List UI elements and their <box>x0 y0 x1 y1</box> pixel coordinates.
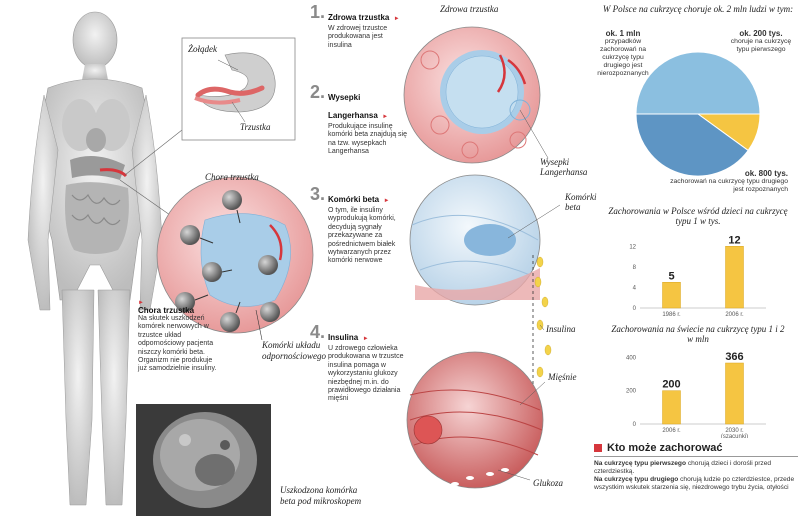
bar-value-label: 12 <box>728 234 740 246</box>
bar-chart-2: 400 200 0 200 2006 r. 366 2030 r.(szacunki) <box>626 351 766 438</box>
step-number: 1. <box>310 2 326 22</box>
y-tick-label: 12 <box>629 244 636 250</box>
muscle-circle <box>406 351 544 489</box>
step-number: 2. <box>310 82 326 102</box>
label-uszkodzona: Uszkodzona komórka beta pod mikroskopem <box>280 485 362 506</box>
healthy-pancreas-circle <box>403 26 541 164</box>
step-title: Komórki beta <box>328 195 380 204</box>
step-text: Produkujące insulinę komórki beta znajdu… <box>328 123 407 156</box>
connector-line <box>124 129 183 176</box>
x-tick-sublabel: (szacunki) <box>721 434 748 438</box>
pie-topright-text: choruje na cukrzycę typu pierwszego <box>730 38 792 53</box>
pie-topright-block: ok. 200 tys. choruje na cukrzycę typu pi… <box>728 30 794 54</box>
label-chora-trzustka: Chora trzustka <box>205 172 259 182</box>
y-tick-label: 4 <box>633 285 637 291</box>
who-t2: chorują ludzie po czterdziestce, przede … <box>594 476 795 491</box>
step-number: 4. <box>310 322 326 342</box>
y-tick-label: 0 <box>633 306 637 312</box>
pie-left-value: ok. 1 mln <box>605 29 641 38</box>
step-4: 4. Insulina ► U zdrowego człowieka produ… <box>310 322 410 402</box>
who-t1: chorują dzieci i dorośli przed czterdzie… <box>594 460 772 475</box>
pie-left-block: ok. 1 mln przypadków zachorowań na cukrz… <box>592 30 654 78</box>
diseased-pancreas-circle <box>156 176 314 334</box>
chora-text: Na skutek uszkodzeń komórek nerwowych w … <box>138 315 217 373</box>
step-2: 2. Wysepki Langerhansa ► Produkujące ins… <box>310 82 410 155</box>
stomach-illustration <box>194 52 276 113</box>
label-glukoza: Glukoza <box>533 478 563 488</box>
pie-bottom-value: ok. 800 tys. <box>744 169 788 178</box>
label-trzustka: Trzustka <box>240 122 271 132</box>
pie-chart <box>635 51 761 177</box>
bar <box>725 246 744 309</box>
y-tick-label: 200 <box>626 389 637 395</box>
step-title: Zdrowa trzustka <box>328 13 390 22</box>
human-body <box>27 11 163 506</box>
bar-value-label: 366 <box>725 351 743 363</box>
pie-bottom-block: ok. 800 tys. zachorowań na cukrzycę typu… <box>660 170 788 194</box>
label-insulina: Insulina <box>546 324 576 334</box>
step-text: U zdrowego człowieka produkowana w trzus… <box>328 345 404 403</box>
pie-topright-value: ok. 200 tys. <box>739 29 783 38</box>
who-t1-bold: Na cukrzycę typu pierwszego <box>594 460 686 467</box>
step-title: Wysepki Langerhansa <box>328 93 378 120</box>
x-tick-label: 2006 r. <box>725 312 744 318</box>
pie-slice <box>635 51 761 115</box>
microscope-photo <box>136 404 271 516</box>
who-t2-bold: Na cukrzycę typu drugiego <box>594 476 679 483</box>
y-tick-label: 8 <box>633 265 637 271</box>
bar-value-label: 5 <box>668 270 674 282</box>
step-text: W zdrowej trzustce produkowana jest insu… <box>328 25 388 49</box>
chora-trzustka-block: ► Chora trzustka Na skutek uszkodzeń kom… <box>138 300 220 374</box>
bar-chart-1: 12 8 4 0 5 1986 r. 12 2006 r. <box>629 234 766 318</box>
bar <box>662 390 681 425</box>
x-tick-label: 2030 r. <box>725 428 744 434</box>
beta-cells-circle <box>409 174 541 306</box>
label-wysepki: Wysepki Langerhansa <box>540 157 588 177</box>
step-1: 1. Zdrowa trzustka ► W zdrowej trzustce … <box>310 2 400 49</box>
label-zoladek: Żołądek <box>188 44 217 54</box>
connector-line <box>255 309 263 341</box>
label-komorki-beta: Komórki beta <box>565 192 597 212</box>
chora-title: Chora trzustka <box>138 306 195 315</box>
y-tick-label: 0 <box>633 422 637 428</box>
bar <box>725 362 744 425</box>
y-tick-label: 400 <box>626 355 637 361</box>
label-miesnie: Mięśnie <box>548 372 577 382</box>
bar1-title: Zachorowania w Polsce wśród dzieci na cu… <box>608 206 788 226</box>
pie-slice <box>635 113 749 177</box>
pie-title: W Polsce na cukrzycę choruje ok. 2 mln l… <box>602 4 794 14</box>
pie-bottom-text: zachorowań na cukrzycę typu drugiego jes… <box>670 178 788 193</box>
x-tick-label: 1986 r. <box>662 312 681 318</box>
x-tick-label: 2006 r. <box>662 428 681 434</box>
pie-left-text: przypadków zachorowań na cukrzycę typu d… <box>597 38 649 77</box>
connector-line <box>119 179 171 216</box>
bar <box>662 282 681 309</box>
bar2-title: Zachorowania na świecie na cukrzycę typu… <box>611 324 785 344</box>
step-title: Insulina <box>328 333 359 342</box>
step-text: O tym, ile insuliny wyprodukują komórki,… <box>328 207 396 265</box>
label-zdrowa-trzustka: Zdrowa trzustka <box>440 4 499 14</box>
label-komorki-ukladu: Komórki układu odpornościowego <box>262 340 326 361</box>
step-3: 3. Komórki beta ► O tym, ile insuliny wy… <box>310 184 402 264</box>
who-box: Kto może zachorować Na cukrzycę typu pie… <box>594 442 798 518</box>
step-number: 3. <box>310 184 326 204</box>
bar-value-label: 200 <box>662 379 680 391</box>
red-square-icon <box>594 444 602 452</box>
who-title: Kto może zachorować <box>607 442 723 454</box>
